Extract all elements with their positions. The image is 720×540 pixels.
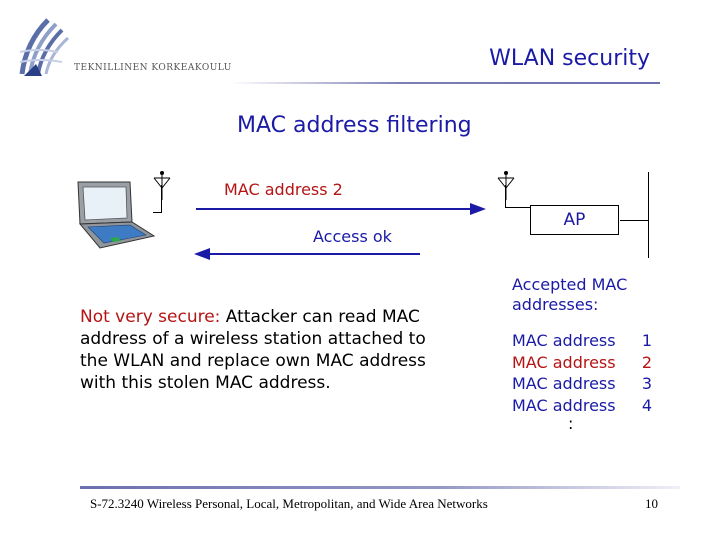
access-point-box: AP [530, 205, 619, 235]
footer-course-title: S-72.3240 Wireless Personal, Local, Metr… [90, 496, 488, 511]
security-warning: Not very secure: [80, 307, 221, 327]
ap-antenna-mast [505, 185, 506, 208]
mac-number: 1 [641, 331, 652, 350]
mac-number: 3 [641, 374, 652, 393]
accepted-mac-list: MAC address 1 MAC address 2 MAC address 3 M… [512, 330, 652, 416]
list-item: MAC address 4 [512, 395, 652, 417]
request-label: MAC address 2 [224, 180, 343, 199]
request-arrowhead [470, 203, 486, 215]
list-item: MAC address 1 [512, 330, 652, 352]
page-number: 10 [645, 496, 658, 511]
access-point-label: AP [563, 210, 586, 230]
list-item: MAC address 2 [512, 352, 652, 374]
mac-number: 2 [641, 352, 652, 372]
security-explanation: Attacker can read MAC address of a wirel… [80, 307, 426, 393]
ap-antenna-icon [497, 171, 515, 200]
ap-antenna-link [505, 207, 530, 208]
mac-label: MAC address [512, 395, 616, 415]
security-note: Not very secure: Attacker can read MAC a… [80, 306, 450, 394]
wired-network-line [648, 172, 649, 258]
footer-divider [80, 486, 680, 489]
mac-label: MAC address [512, 331, 616, 350]
institution-name: TEKNILLINEN KORKEAKOULU [74, 63, 232, 73]
list-item: MAC address 3 [512, 373, 652, 395]
ap-wired-link [620, 220, 648, 221]
station-antenna-link [153, 212, 162, 213]
accepted-list-heading: Accepted MAC addresses: [512, 275, 628, 314]
header-divider [230, 82, 660, 84]
station-antenna-mast [161, 185, 162, 213]
response-arrowhead [194, 248, 210, 260]
header-title: WLAN security [489, 46, 650, 71]
message-arrows [194, 203, 486, 260]
mac-number: 4 [641, 395, 652, 415]
list-continuation: : [568, 414, 574, 433]
mac-label: MAC address [512, 352, 616, 372]
laptop-icon [77, 181, 155, 249]
slide-title: MAC address filtering [237, 113, 472, 138]
mac-label: MAC address [512, 374, 616, 393]
university-logo-icon [19, 18, 69, 76]
station-antenna-icon [153, 171, 171, 200]
response-label: Access ok [313, 227, 392, 246]
